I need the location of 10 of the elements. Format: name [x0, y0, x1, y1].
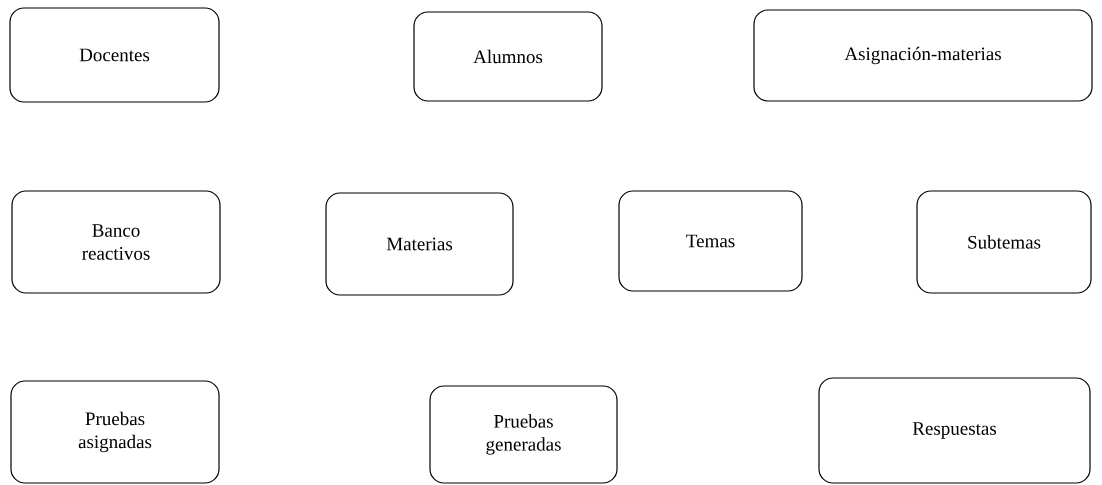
entity-box: Pruebas asignadas [10, 380, 220, 484]
entity-box: Banco reactivos [11, 190, 221, 294]
entity-box: Temas [618, 190, 803, 292]
entity-box: Respuestas [818, 377, 1091, 484]
entity-box: Subtemas [916, 190, 1092, 294]
entity-box: Materias [325, 192, 514, 296]
entity-box: Docentes [9, 7, 220, 103]
entity-box: Pruebas generadas [429, 385, 618, 484]
entity-box: Asignación-materias [753, 9, 1093, 102]
entity-box: Alumnos [413, 11, 603, 102]
